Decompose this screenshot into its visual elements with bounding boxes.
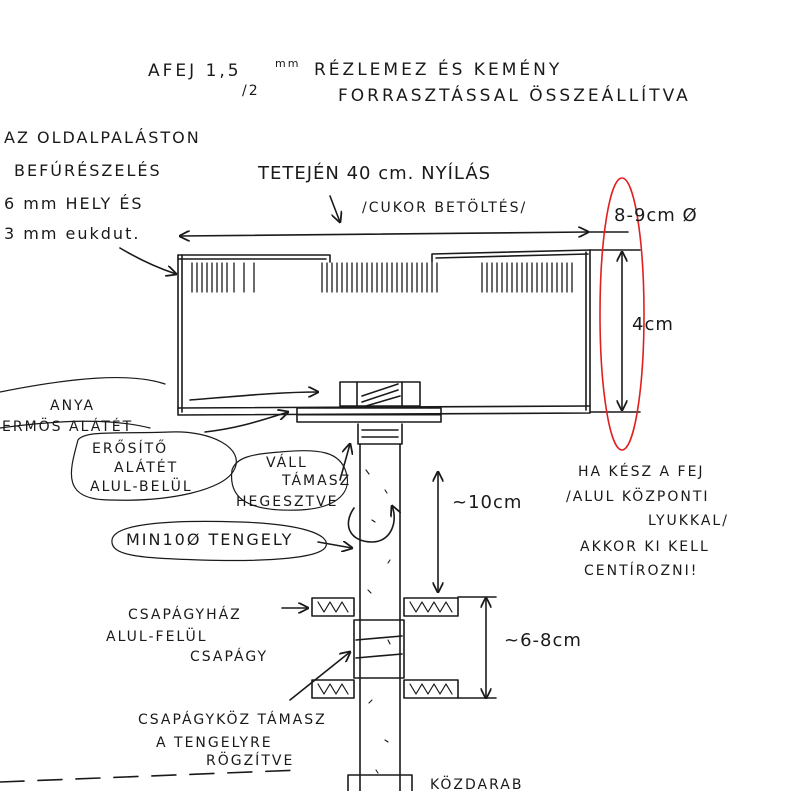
height-label: 4cm [632,314,674,335]
bearing-height-label: ~6-8cm [504,630,582,651]
dashed-line [0,769,301,783]
top-note-line1: TETEJÉN 40 cm. NYÍLÁS [258,163,492,184]
left-note-line4: 3 mm eukdut. [4,224,141,243]
alul-felul-label: ALUL-FELÜL [106,629,208,645]
right-note-line1: HA KÉSZ A FEJ [578,464,705,480]
csapagy-label: CSAPÁGY [190,649,269,665]
rotation-arrow [347,506,394,543]
washer-leader [204,412,288,433]
coupling-label: KÖZDARAB [430,777,524,793]
bearing-housing [311,597,459,699]
shoulder-label-outline [230,450,348,511]
hermos-washer-label: ERMÖS ALÁTÉT [2,419,134,435]
vall-label: VÁLL [266,455,308,471]
nut [339,381,421,407]
diameter-label: 8-9cm Ø [614,205,698,226]
top-note-leader [329,195,340,222]
csapagyhaz-label: CSAPÁGYHÁZ [128,607,242,623]
shaft-label-outline [111,520,327,562]
alatet-label: ALÁTÉT [114,460,179,476]
nut-leader [189,392,318,401]
title-unit: mm [275,57,301,70]
title-line2: FORRASZTÁSSAL ÖSSZEÁLLÍTVA [338,86,691,106]
washer-label-outline [70,431,237,501]
top-note-line2: /CUKOR BETÖLTÉS/ [362,200,528,216]
min-shaft-label: MIN10Ø TENGELY [126,530,294,549]
left-note-leader [119,247,176,274]
shaft-length-label: ~10cm [452,492,523,513]
reinforcing-washer [296,407,442,423]
coupling-piece [347,774,413,791]
shoulder-support [357,423,403,445]
right-note-line2: /ALUL KÖZPONTI [566,489,710,505]
title-fraction: /2 [242,83,260,99]
left-note-line3: 6 mm HELY ÉS [4,194,144,213]
tamasz-label: TÁMASZ [282,473,352,489]
left-note-line2: BEFÚRÉSZELÉS [14,161,162,180]
right-note-line3: LYUKKAL/ [648,513,729,529]
hegesztve-label: HEGESZTVE [236,494,339,510]
bearing-height-dimension [457,596,497,698]
nut-label: ANYA [50,398,96,414]
shaft [359,443,401,791]
spacer-label-1: CSAPÁGYKÖZ TÁMASZ [138,712,327,728]
width-dimension [180,232,629,236]
head-body [177,249,591,416]
spacer-leader [289,652,350,701]
title-line1-part1: AFEJ 1,5 [148,61,242,81]
nut-label-outline [0,376,166,429]
erosito-label: ERŐSÍTŐ [92,441,169,457]
highlight-ellipse [599,177,645,451]
shoulder-leader [339,444,350,481]
left-note-line1: AZ OLDALPALÁSTON [4,128,201,147]
spacer-label-3: RÖGZÍTVE [206,753,295,769]
alul-belul-label: ALUL-BELÜL [90,479,193,495]
spacer-label-2: A TENGELYRE [156,735,273,751]
right-note-line5: CENTÍROZNI! [584,563,699,579]
height-dimension [589,249,641,413]
shaft-leader [317,542,352,548]
saw-cuts [191,262,573,293]
title-line1-part2: RÉZLEMEZ ÉS KEMÉNY [314,60,563,80]
right-note-line4: AKKOR KI KELL [580,539,710,555]
